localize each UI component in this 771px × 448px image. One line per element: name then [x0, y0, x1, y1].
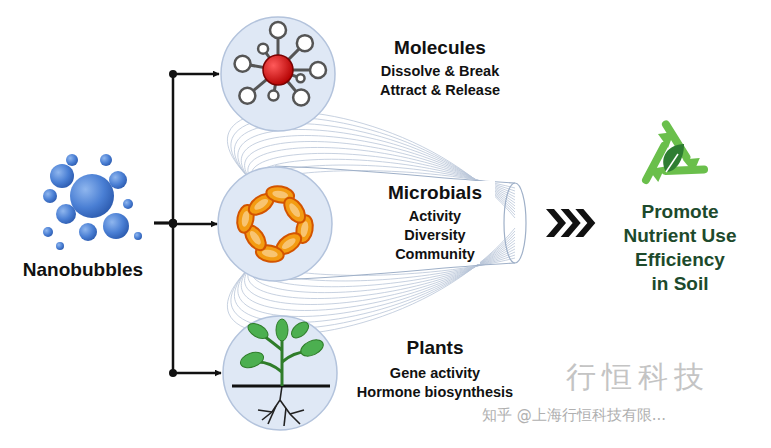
nanobubble-source: Nanobubbles — [8, 140, 158, 290]
node-heading: Molecules — [380, 36, 500, 59]
bubble-cluster — [43, 154, 142, 250]
node-body: Dissolve & Break Attract & Release — [370, 62, 510, 100]
watermark: 行恒科技 — [566, 357, 710, 398]
molecule-icon — [235, 22, 326, 106]
connector — [154, 219, 221, 377]
node-heading: Plants — [375, 336, 495, 359]
node-body: Activity Diversity Community — [390, 207, 480, 264]
node-body: Gene activity Hormone biosynthesis — [355, 364, 515, 402]
connector — [546, 209, 595, 237]
node-heading: Promote Nutrient Use Efficiency in Soil — [610, 200, 750, 296]
node-heading: Microbials — [375, 181, 495, 204]
recycle-icon — [646, 124, 708, 193]
node-circles — [218, 17, 337, 430]
molecule-circle: MoleculesDissolve & Break Attract & Rele… — [220, 14, 520, 134]
plant-circle: PlantsGene activity Hormone biosynthesis — [222, 312, 522, 434]
plant-icon — [232, 319, 330, 426]
node-heading: Nanobubbles — [8, 258, 158, 281]
watermark: 知乎 @上海行恒科技有限... — [482, 406, 666, 425]
connector — [154, 70, 219, 227]
bacteria-icon — [235, 184, 315, 264]
microbe-circle: MicrobialsActivity Diversity Community — [218, 165, 518, 283]
outcome-box: Promote Nutrient Use Efficiency in Soil — [598, 112, 763, 312]
